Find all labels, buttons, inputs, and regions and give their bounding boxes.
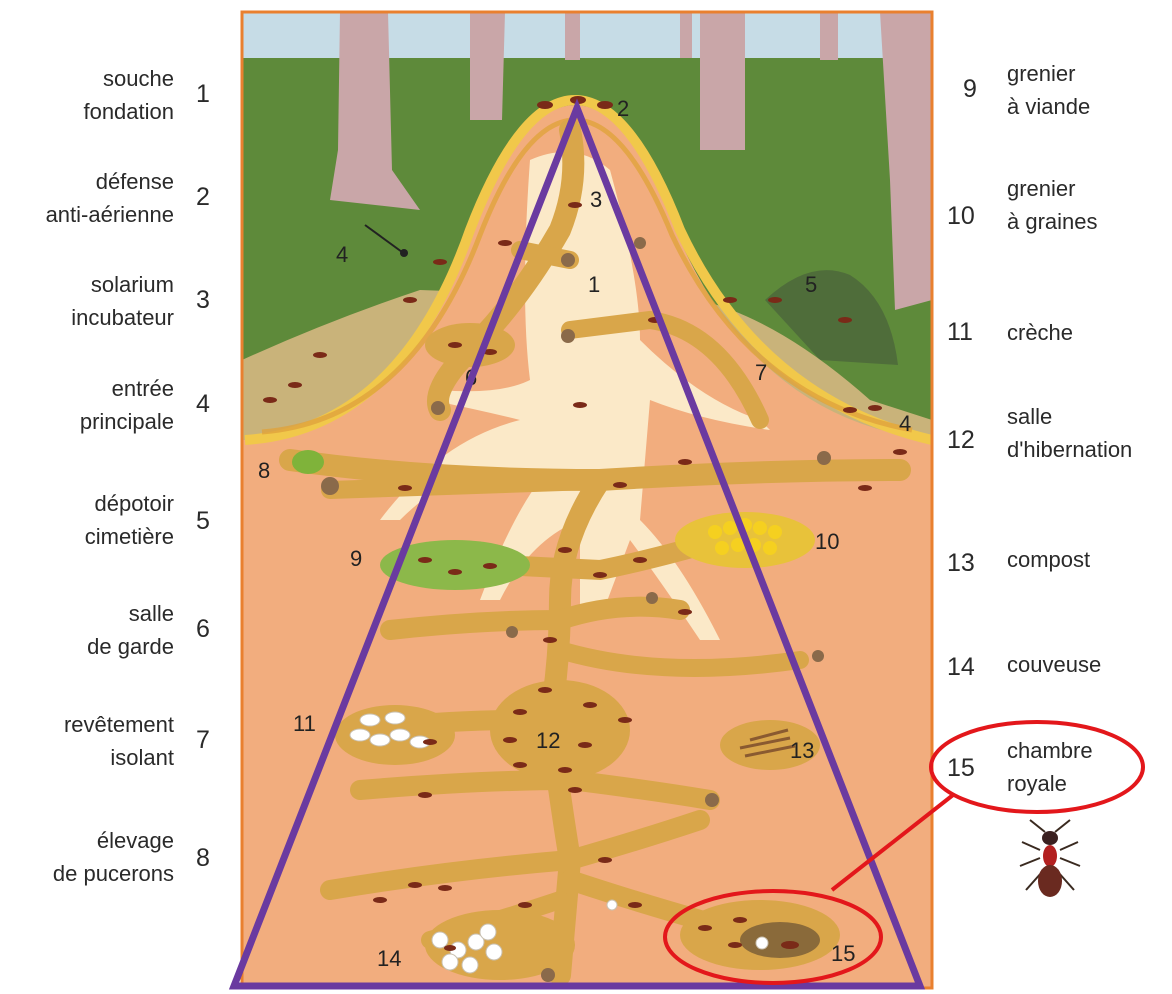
legend-item-11: 11 crèche [947,316,1172,349]
legend-label: salle de garde [87,597,174,663]
legend-item-9: 9 grenier à viande [955,57,1172,123]
map-number-13: 13 [790,738,814,763]
legend-item-15: 15 chambre royale [947,734,1172,800]
legend-label: grenier à graines [1007,172,1098,238]
legend-item-5: dépotoir cimetière 5 [0,487,230,553]
map-number-11: 11 [293,711,316,736]
legend-number: 12 [947,424,975,457]
legend-number: 3 [196,284,210,317]
legend-label: grenier à viande [1007,57,1090,123]
map-number-8: 8 [258,458,270,483]
map-number-2: 2 [617,96,629,121]
legend-label: élevage de pucerons [53,824,174,890]
map-number-3: 3 [590,187,602,212]
legend-item-8: élevage de pucerons 8 [0,824,230,890]
legend-item-12: 12 salle d'hibernation [947,400,1172,466]
legend-number: 2 [196,181,210,214]
legend-number: 8 [196,842,210,875]
legend-item-4: entrée principale 4 [0,372,230,438]
legend-label: chambre royale [1007,734,1093,800]
legend-label: salle d'hibernation [1007,400,1132,466]
legend-item-3: solarium incubateur 3 [0,268,230,334]
legend-number: 13 [947,547,975,580]
legend-item-13: 13 compost [947,543,1172,576]
legend-label: dépotoir cimetière [85,487,174,553]
map-number-15: 15 [831,941,855,966]
map-number-1: 1 [588,272,600,297]
map-number-9: 9 [350,546,362,571]
legend-label: crèche [1007,316,1073,349]
map-number-5: 5 [805,272,817,297]
legend-label: solarium incubateur [71,268,174,334]
legend-label: revêtement isolant [64,708,174,774]
legend-item-14: 14 couveuse [947,648,1172,681]
legend-number: 7 [196,724,210,757]
legend-number: 14 [947,651,975,684]
chamber-guard-room [425,323,515,367]
legend-label: entrée principale [80,372,174,438]
legend-number: 1 [196,78,210,111]
legend-label: couveuse [1007,648,1101,681]
legend-number: 6 [196,613,210,646]
legend-label: souche fondation [83,62,174,128]
legend-label: compost [1007,543,1090,576]
map-number-4-left: 4 [336,242,348,267]
legend-number: 10 [947,200,975,233]
anthill-cross-section: 1 2 3 4 4 5 6 7 8 9 10 11 12 13 14 15 [242,12,932,988]
legend-number: 15 [947,752,975,785]
map-number-12: 12 [536,728,560,753]
legend-item-1: souche fondation 1 [0,62,230,128]
legend-item-6: salle de garde 6 [0,597,230,663]
legend-number: 11 [947,316,973,349]
queen-ant-body [1038,831,1062,897]
legend-label: défense anti-aérienne [46,165,174,231]
legend-item-7: revêtement isolant 7 [0,708,230,774]
aphid-farm [292,450,324,474]
royal-chamber-floor [740,922,820,958]
map-number-7: 7 [755,360,767,385]
legend-item-2: défense anti-aérienne 2 [0,165,230,231]
map-number-14: 14 [377,946,401,971]
legend-number: 4 [196,388,210,421]
legend-number: 5 [196,505,210,538]
map-number-4-right: 4 [899,411,911,436]
legend-item-10: 10 grenier à graines [947,172,1172,238]
map-number-10: 10 [815,529,839,554]
legend-number: 9 [963,73,977,106]
